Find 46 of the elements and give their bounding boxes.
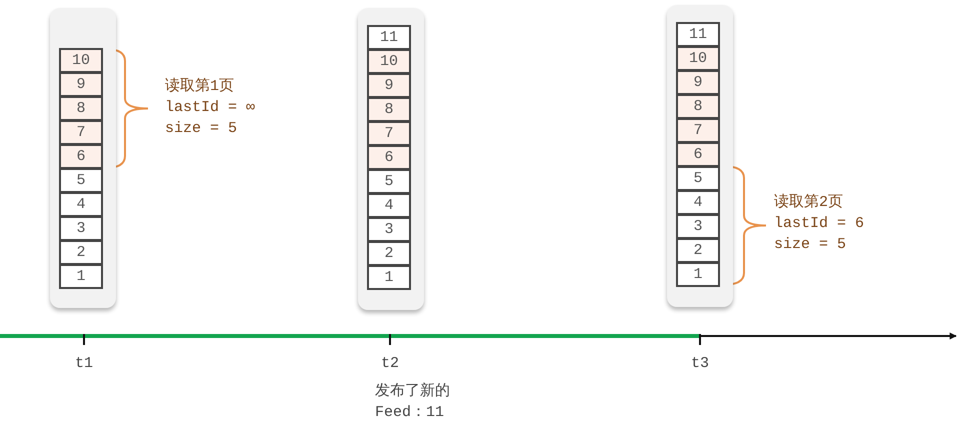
list-item: 5 <box>676 166 720 191</box>
list-item: 6 <box>367 145 411 170</box>
annotation-text: lastId = 6 <box>774 214 864 234</box>
note-text: 发布了新的 <box>375 382 450 402</box>
list-item: 9 <box>367 73 411 98</box>
list-item: 2 <box>367 241 411 266</box>
stack-panel <box>358 8 424 310</box>
time-label: t3 <box>691 354 709 374</box>
list-item: 10 <box>367 49 411 74</box>
list-item: 7 <box>676 118 720 143</box>
list-item: 1 <box>367 265 411 290</box>
list-item: 2 <box>59 240 103 265</box>
list-item: 2 <box>676 238 720 263</box>
list-item: 11 <box>676 22 720 47</box>
list-item: 5 <box>59 168 103 193</box>
list-item: 9 <box>676 70 720 95</box>
list-item: 4 <box>59 192 103 217</box>
list-item: 3 <box>59 216 103 241</box>
time-label: t2 <box>381 354 399 374</box>
list-item: 3 <box>676 214 720 239</box>
annotation-text: 读取第1页 <box>165 77 234 97</box>
annotation-text: size = 5 <box>774 235 846 255</box>
list-item: 8 <box>59 96 103 121</box>
note-text: Feed：11 <box>375 403 444 422</box>
list-item: 6 <box>676 142 720 167</box>
list-item: 8 <box>367 97 411 122</box>
list-item: 1 <box>676 262 720 287</box>
stack-panel <box>50 8 116 308</box>
annotation-text: 读取第2页 <box>774 193 844 213</box>
list-item: 11 <box>367 25 411 50</box>
time-label: t1 <box>75 354 93 374</box>
list-item: 9 <box>59 72 103 97</box>
list-item: 3 <box>367 217 411 242</box>
list-item: 1 <box>59 264 103 289</box>
stack-panel <box>667 5 733 307</box>
annotation-text: lastId = ∞ <box>165 98 256 118</box>
list-item: 10 <box>676 46 720 71</box>
list-item: 5 <box>367 169 411 194</box>
list-item: 8 <box>676 94 720 119</box>
list-item: 4 <box>367 193 411 218</box>
annotation-text: size = 5 <box>165 119 238 139</box>
list-item: 7 <box>367 121 411 146</box>
list-item: 4 <box>676 190 720 215</box>
list-item: 7 <box>59 120 103 145</box>
list-item: 6 <box>59 144 103 169</box>
list-item: 10 <box>59 48 103 73</box>
